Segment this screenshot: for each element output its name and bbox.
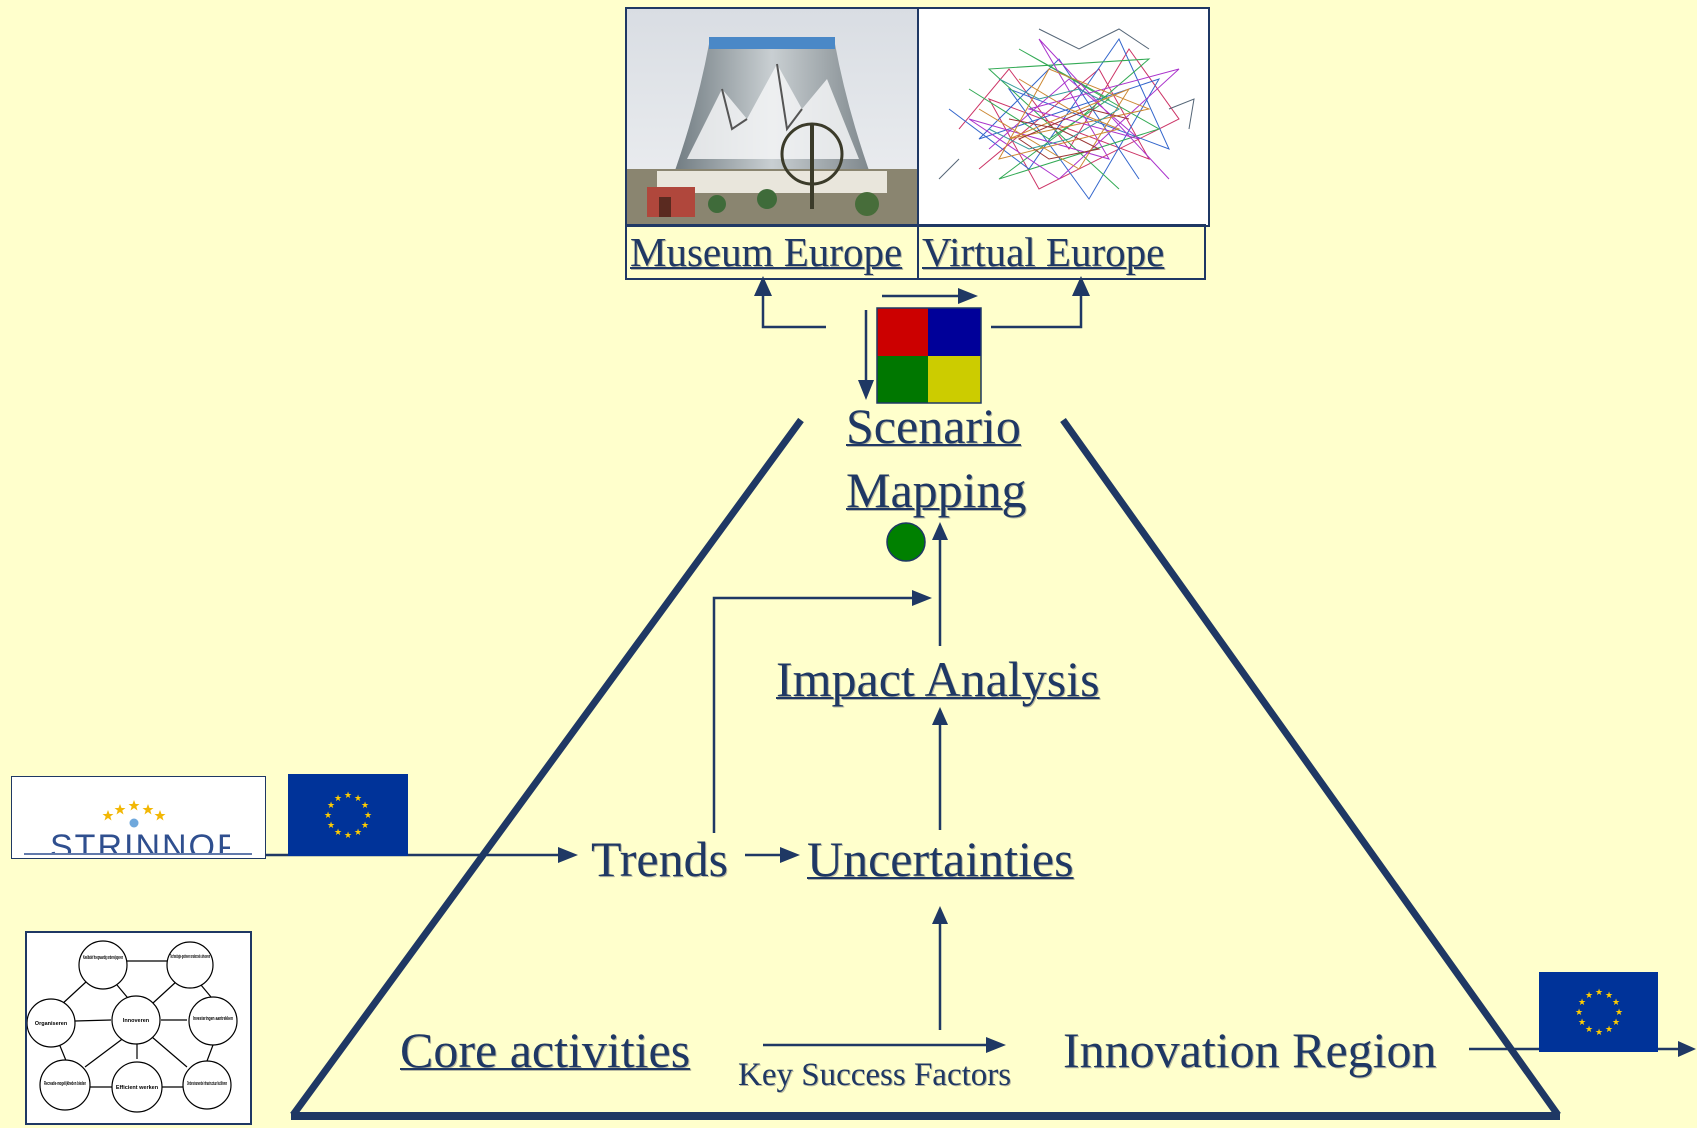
trends-label: Trends	[591, 831, 729, 887]
eu-stars-icon: ★★★ ★★★ ★★★ ★★★	[324, 791, 372, 841]
arrow-to-virtual	[991, 276, 1090, 329]
network-node-label: Recreatie-mogelijkheden bieden	[44, 1081, 86, 1087]
svg-text:★: ★	[1578, 1018, 1586, 1028]
svg-text:★: ★	[1612, 998, 1620, 1008]
svg-text:★: ★	[1595, 988, 1603, 998]
arrow-trends-to-scenario	[712, 590, 932, 833]
arrow-trends-to-uncertainties	[745, 847, 800, 863]
network-node-label: Organiseren	[35, 1021, 68, 1027]
svg-text:★: ★	[1605, 1025, 1613, 1035]
network-node-label: Innoveren	[123, 1018, 150, 1024]
svg-text:★: ★	[1585, 1025, 1593, 1035]
scenario-mapping-link-line2[interactable]: Mapping	[846, 462, 1027, 518]
scenario-quadrant-icon	[876, 307, 982, 404]
svg-text:★: ★	[1605, 991, 1613, 1001]
arrow-to-museum	[754, 276, 826, 329]
arrow-left-down	[858, 310, 874, 400]
strinnop-wordmark: STRINNOP	[50, 828, 230, 853]
impact-analysis-link[interactable]: Impact Analysis	[776, 651, 1100, 707]
network-node-label: Technologie-gedreven onderzoek uitvoeren	[170, 954, 210, 960]
network-node-label: Efficient werken	[116, 1085, 159, 1091]
arrow-top-right	[882, 288, 978, 304]
strinnop-stars-icon	[24, 800, 252, 855]
museum-europe-link[interactable]: Museum Europe	[630, 229, 903, 275]
svg-text:★: ★	[1585, 991, 1593, 1001]
network-node-label: Kwalitatief hoogwaardig onderwijsgeven	[83, 955, 123, 961]
museum-europe-photo	[625, 7, 919, 227]
core-activities-link[interactable]: Core activities	[400, 1022, 691, 1078]
svg-text:★: ★	[1578, 998, 1586, 1008]
svg-text:★: ★	[364, 811, 372, 821]
eu-flag-icon: ★★★ ★★★ ★★★ ★★★	[288, 774, 408, 856]
strinnop-logo: STRINNOP	[11, 776, 266, 859]
green-dot-icon	[886, 522, 926, 562]
scenario-mapping-link-line1[interactable]: Scenario	[846, 398, 1021, 454]
svg-text:★: ★	[1575, 1008, 1583, 1018]
svg-text:★: ★	[1595, 1028, 1603, 1038]
virtual-europe-caption-box: Virtual Europe	[917, 224, 1206, 280]
svg-text:★: ★	[354, 828, 362, 838]
svg-text:★: ★	[361, 801, 369, 811]
arrow-impact-to-scenario	[932, 522, 948, 646]
arrow-uncertainties-to-impact	[932, 707, 948, 830]
svg-text:★: ★	[334, 828, 342, 838]
innovation-region-label: Innovation Region	[1063, 1022, 1437, 1078]
arrow-core-to-innovation	[763, 1037, 1006, 1053]
svg-text:★: ★	[344, 791, 352, 801]
museum-europe-caption-box: Museum Europe	[625, 224, 919, 280]
svg-text:★: ★	[354, 794, 362, 804]
network-canvas: Kwalitatief hoogwaardig onderwijsgeven T…	[26, 940, 238, 1113]
arrow-ksf-to-uncertainties	[932, 906, 948, 1030]
pyramid	[290, 417, 1561, 1120]
eu-flag-icon: ★★★ ★★★ ★★★ ★★★	[1539, 972, 1658, 1052]
activities-network-diagram: Kwalitatief hoogwaardig onderwijsgeven T…	[25, 931, 252, 1125]
uncertainties-link[interactable]: Uncertainties	[807, 831, 1074, 887]
svg-text:★: ★	[1612, 1018, 1620, 1028]
svg-text:★: ★	[324, 811, 332, 821]
key-success-factors-label: Key Success Factors	[738, 1057, 1012, 1093]
svg-text:★: ★	[327, 801, 335, 811]
virtual-europe-graphic	[917, 7, 1210, 227]
network-node-label: Ondersteunende infrastructuur facilitere…	[187, 1081, 227, 1087]
cooling-tower-photo-icon	[627, 9, 917, 225]
svg-text:★: ★	[334, 794, 342, 804]
svg-text:★: ★	[1615, 1008, 1623, 1018]
virtual-europe-link[interactable]: Virtual Europe	[922, 229, 1165, 275]
network-tangle-icon	[919, 9, 1208, 225]
eu-stars-icon: ★★★ ★★★ ★★★ ★★★	[1575, 988, 1623, 1038]
svg-text:★: ★	[344, 831, 352, 841]
network-node-label: Investeringen aantrekken	[193, 1016, 233, 1022]
svg-text:★: ★	[327, 821, 335, 831]
svg-text:★: ★	[361, 821, 369, 831]
